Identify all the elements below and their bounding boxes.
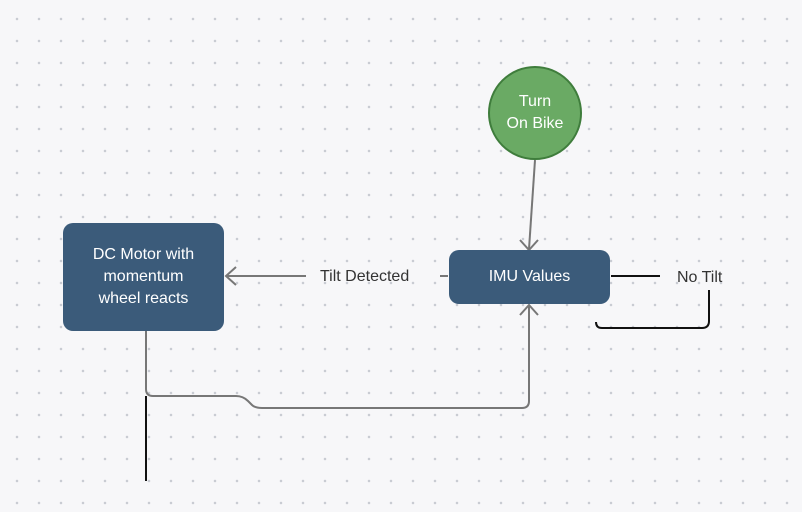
edge-label-no-tilt: No Tilt [677, 269, 723, 286]
start-node-turn-on-bike[interactable]: Turn On Bike [488, 66, 582, 160]
edge-dc-to-imu[interactable] [145, 306, 530, 409]
edge-start-to-imu[interactable] [528, 159, 536, 250]
edge-label-tilt-detected: Tilt Detected [320, 268, 410, 285]
arrowhead-imu-to-dc [224, 266, 237, 286]
process-node-imu-values[interactable]: IMU Values [449, 250, 610, 304]
process-node-dc-motor[interactable]: DC Motor with momentum wheel reacts [63, 223, 224, 331]
arrowhead-dc-to-imu [519, 303, 539, 316]
edge-imu-no-tilt-return[interactable] [595, 290, 710, 329]
